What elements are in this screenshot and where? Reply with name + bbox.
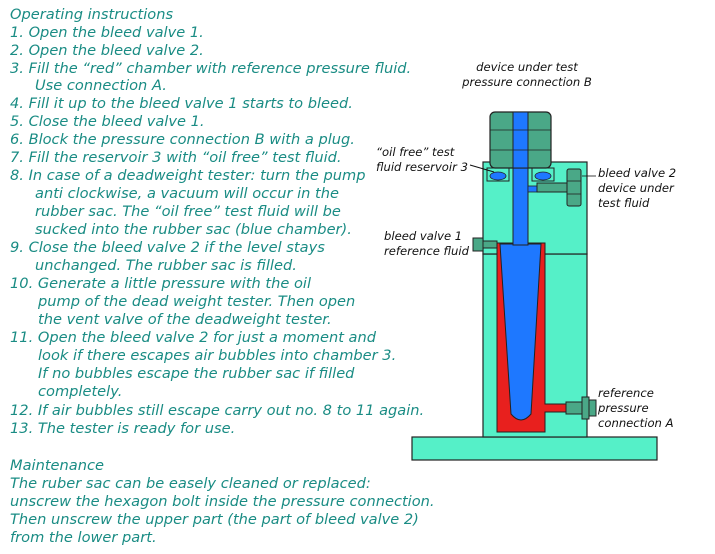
instruction-line: unchanged. The rubber sac is filled. (35, 257, 297, 274)
instruction-line: 4. Fill it up to the bleed valve 1 start… (10, 95, 353, 112)
maintenance-heading: Maintenance (10, 457, 104, 474)
connection-a-label: reference pressure connection A (598, 386, 674, 430)
instructions-heading: Operating instructions (10, 6, 174, 23)
rubber-sac (499, 243, 542, 421)
maintenance-line: from the lower part. (10, 529, 157, 546)
maintenance-line: Then unscrew the upper part (the part of… (10, 511, 419, 528)
instruction-line: 6. Block the pressure connection B with … (10, 131, 355, 148)
instruction-line: 13. The tester is ready for use. (10, 420, 236, 437)
instruction-line: 2. Open the bleed valve 2. (10, 42, 204, 59)
instruction-line: If no bubbles escape the rubber sac if f… (38, 365, 355, 382)
instruction-line: completely. (38, 383, 123, 400)
connection-a-fitting (565, 396, 597, 420)
instruction-line: anti clockwise, a vacuum will occur in t… (35, 185, 339, 202)
instruction-line: the vent valve of the deadweight tester. (38, 311, 332, 328)
bleed-valve-2 (536, 168, 582, 207)
instruction-line: pump of the dead weight tester. Then ope… (38, 293, 356, 310)
bleed-valve-1-label: bleed valve 1 reference fluid (384, 229, 469, 258)
maintenance-line: unscrew the hexagon bolt inside the pres… (10, 493, 435, 510)
instruction-line: Use connection A. (35, 77, 167, 94)
instruction-line: 5. Close the bleed valve 1. (10, 113, 205, 130)
instruction-line: 3. Fill the “red” chamber with reference… (10, 60, 412, 77)
instruction-line: 1. Open the bleed valve 1. (10, 24, 204, 41)
instruction-line: look if there escapes air bubbles into c… (38, 347, 397, 364)
instruction-line: rubber sac. The “oil free” test fluid wi… (35, 203, 341, 220)
bleed-valve-2-label: bleed valve 2 device under test fluid (598, 166, 677, 210)
instruction-line: 11. Open the bleed valve 2 for just a mo… (10, 329, 377, 346)
instruction-line: 9. Close the bleed valve 2 if the level … (10, 239, 325, 256)
instruction-line: sucked into the rubber sac (blue chamber… (35, 221, 352, 238)
bleed-valve-1 (472, 237, 498, 252)
instruction-line: 7. Fill the reservoir 3 with “oil free” … (10, 149, 342, 166)
connection-b-label: device under test pressure connection B (462, 60, 592, 89)
instruction-line: 8. In case of a deadweight tester: turn … (10, 167, 366, 184)
reservoir-pointer (469, 164, 495, 173)
instruction-line: 10. Generate a little pressure with the … (10, 275, 311, 292)
maintenance-line: The ruber sac can be easely cleaned or r… (10, 475, 371, 492)
reservoir-label: “oil free” test fluid reservoir 3 (376, 145, 468, 174)
base-plate (411, 436, 658, 461)
instruction-line: 12. If air bubbles still escape carry ou… (10, 402, 425, 419)
